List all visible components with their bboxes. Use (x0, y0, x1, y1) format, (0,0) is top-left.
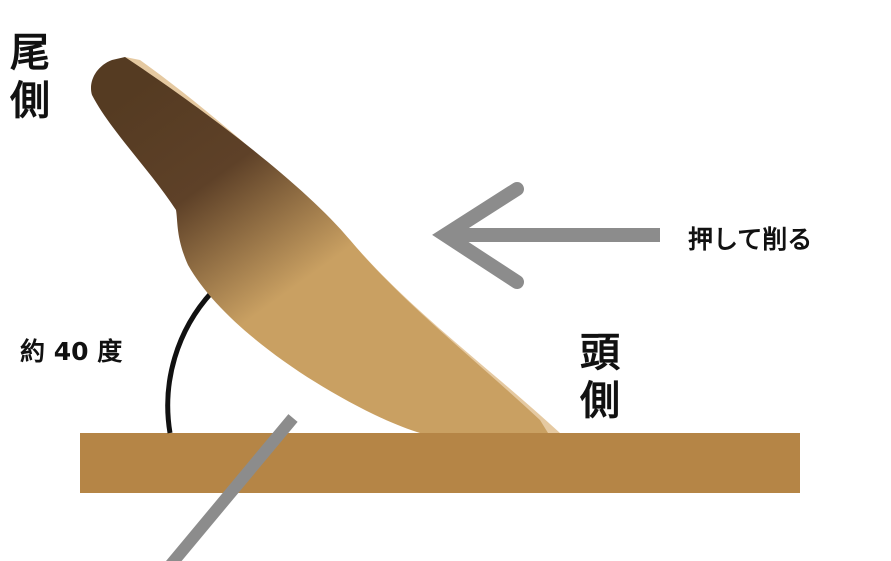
left-arrow-icon (432, 182, 660, 289)
label-head-side-1: 頭 (580, 330, 621, 376)
label-tail-side-1: 尾 (10, 30, 50, 76)
label-tail-side-2: 側 (9, 78, 50, 124)
workpiece-board (80, 433, 800, 493)
label-push-direction: 押して削る (688, 225, 812, 254)
chisel-tool (90, 57, 560, 433)
tool-body (90, 57, 549, 433)
label-head-side-2: 側 (579, 378, 620, 424)
guide-line-lower (166, 414, 298, 561)
label-angle: 約 40 度 (20, 337, 122, 366)
angle-arc (165, 290, 214, 434)
